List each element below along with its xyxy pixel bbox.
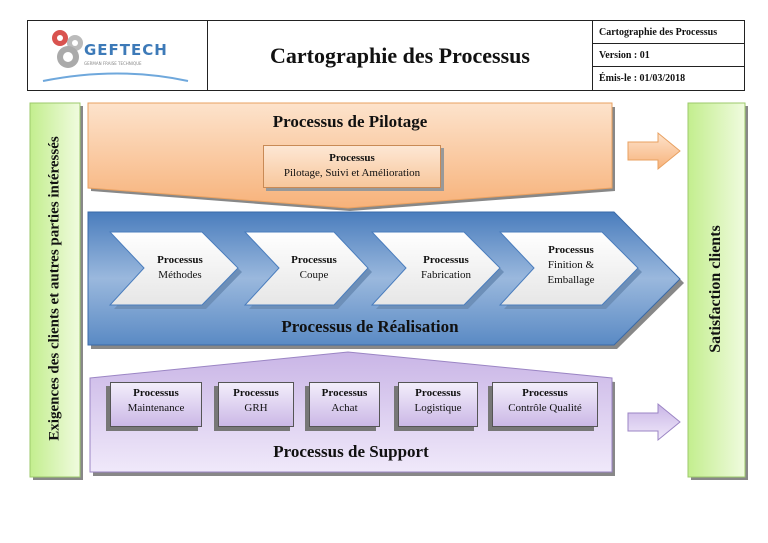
logo-tagline: GERMAN FRAISE TECHNIQUE — [84, 61, 142, 66]
requirements-label: Exigences des clients et autres parties … — [46, 136, 63, 441]
logo-gears-icon — [42, 30, 189, 82]
realisation-title: Processus de Réalisation — [281, 317, 459, 336]
logo-brand: GEFTECH — [84, 41, 168, 59]
process-name: Pilotage, Suivi et Amélioration — [283, 167, 421, 179]
satisfaction-label: Satisfaction clients — [707, 225, 724, 353]
right-satisfaction-bar — [687, 102, 746, 478]
pilotage-output-arrow — [627, 131, 681, 171]
support-title: Processus de Support — [273, 442, 429, 461]
realisation-chevrons — [108, 231, 642, 309]
page-title: Cartographie des Processus — [207, 20, 593, 91]
info-date: Émis-le : 01/03/2018 — [592, 66, 745, 91]
pilotage-title: Processus de Pilotage — [272, 112, 428, 131]
logo-cell: GEFTECH GERMAN FRAISE TECHNIQUE — [27, 20, 208, 91]
process-head: Processus — [329, 152, 375, 164]
left-requirements-bar — [29, 102, 81, 478]
support-output-arrow — [627, 402, 681, 442]
